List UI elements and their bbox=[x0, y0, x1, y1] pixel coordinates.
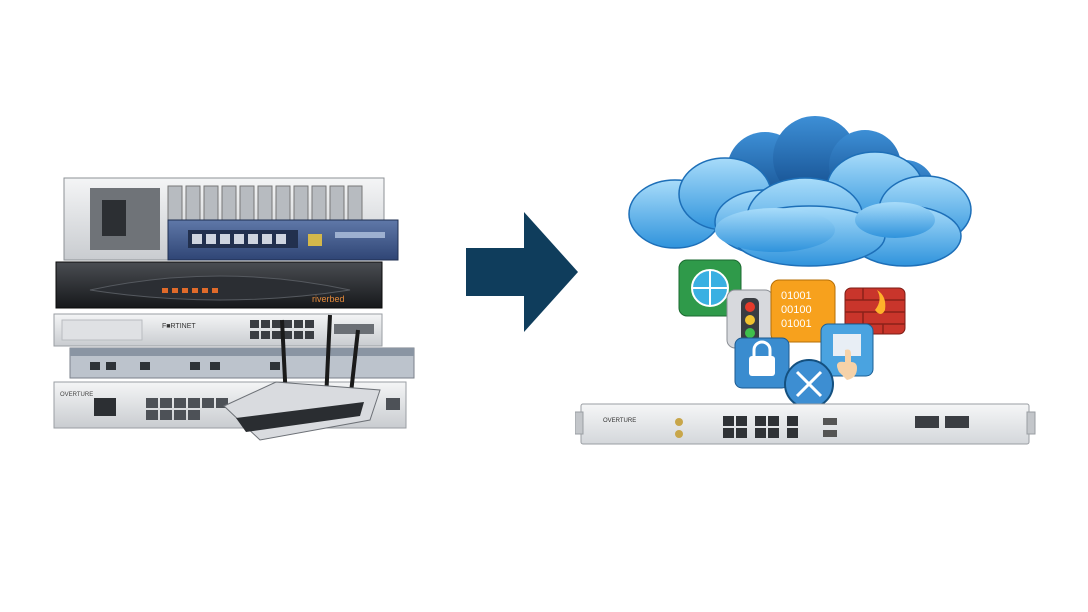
grey-router bbox=[69, 347, 415, 379]
cloud-icon bbox=[628, 116, 972, 267]
virtualized-cloud-appliance: 01001 00100 01001 bbox=[575, 116, 1036, 445]
overture-virtualized-device: OVERTURE bbox=[575, 403, 1036, 445]
app-icons-cluster: 01001 00100 01001 bbox=[678, 259, 906, 409]
arrow-shape bbox=[466, 212, 578, 332]
binary-line-1: 01001 bbox=[781, 290, 812, 302]
fortinet-appliance: F■RTINET bbox=[53, 313, 383, 347]
arrow-right-icon bbox=[466, 212, 578, 332]
fortinet-brand: F■RTINET bbox=[162, 323, 196, 330]
blue-switch bbox=[167, 219, 399, 261]
overture-brand-right: OVERTURE bbox=[603, 418, 636, 424]
binary-icon bbox=[770, 279, 836, 343]
riverbed-appliance: riverbed bbox=[55, 261, 383, 309]
physical-appliance-stack: riverbed F■RTINET bbox=[53, 177, 415, 441]
binary-line-2: 00100 bbox=[781, 304, 812, 316]
overture-brand-left: OVERTURE bbox=[60, 392, 93, 398]
binary-line-3: 01001 bbox=[781, 318, 812, 330]
wireless-access-point bbox=[223, 314, 381, 441]
riverbed-brand: riverbed bbox=[312, 294, 345, 304]
modular-chassis bbox=[63, 177, 385, 261]
